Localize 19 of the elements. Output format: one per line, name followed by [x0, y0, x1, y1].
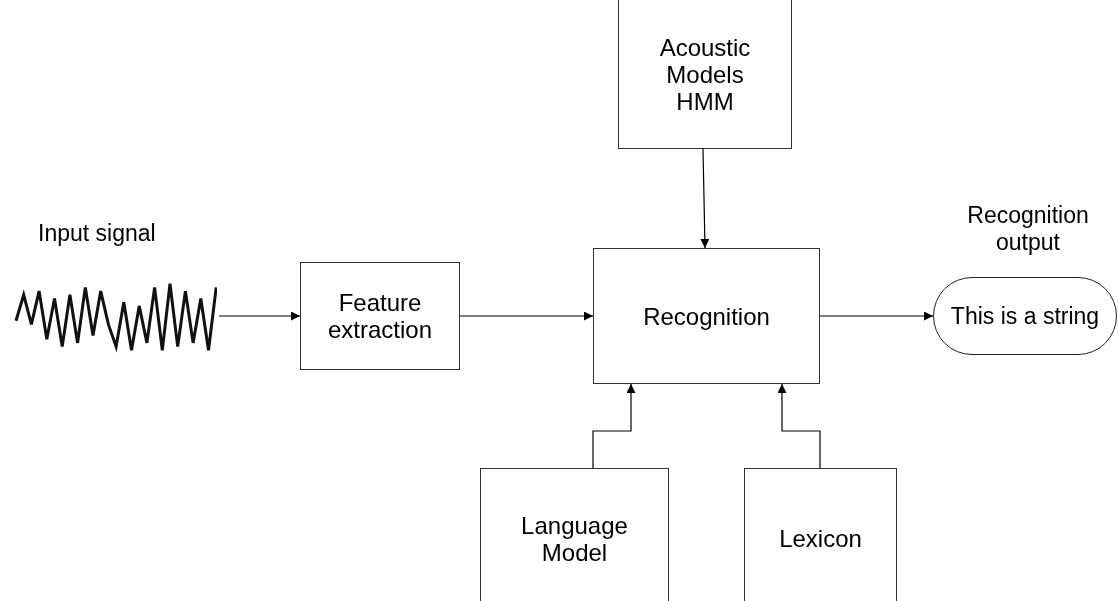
- arrow: [700, 148, 710, 249]
- process-box: [744, 468, 897, 601]
- box-label: Recognition: [643, 302, 770, 330]
- box-label: Language Model: [520, 511, 629, 566]
- box-label: Feature extraction: [326, 289, 434, 343]
- arrow: [459, 311, 594, 321]
- process-box: [593, 248, 820, 384]
- box-label: Lexicon: [779, 525, 862, 552]
- process-box: [300, 262, 460, 370]
- process-box: [480, 468, 669, 601]
- signal-label: Input signal: [38, 220, 156, 247]
- process-box: [618, 0, 792, 149]
- arrow: [218, 311, 301, 321]
- output-text: This is a string: [950, 302, 1100, 330]
- box-label: Acoustic Models HMM: [658, 33, 752, 115]
- arrow: [819, 311, 934, 321]
- output-heading: Recognition output: [966, 202, 1090, 256]
- arrow: [777, 383, 821, 469]
- arrow: [592, 383, 636, 469]
